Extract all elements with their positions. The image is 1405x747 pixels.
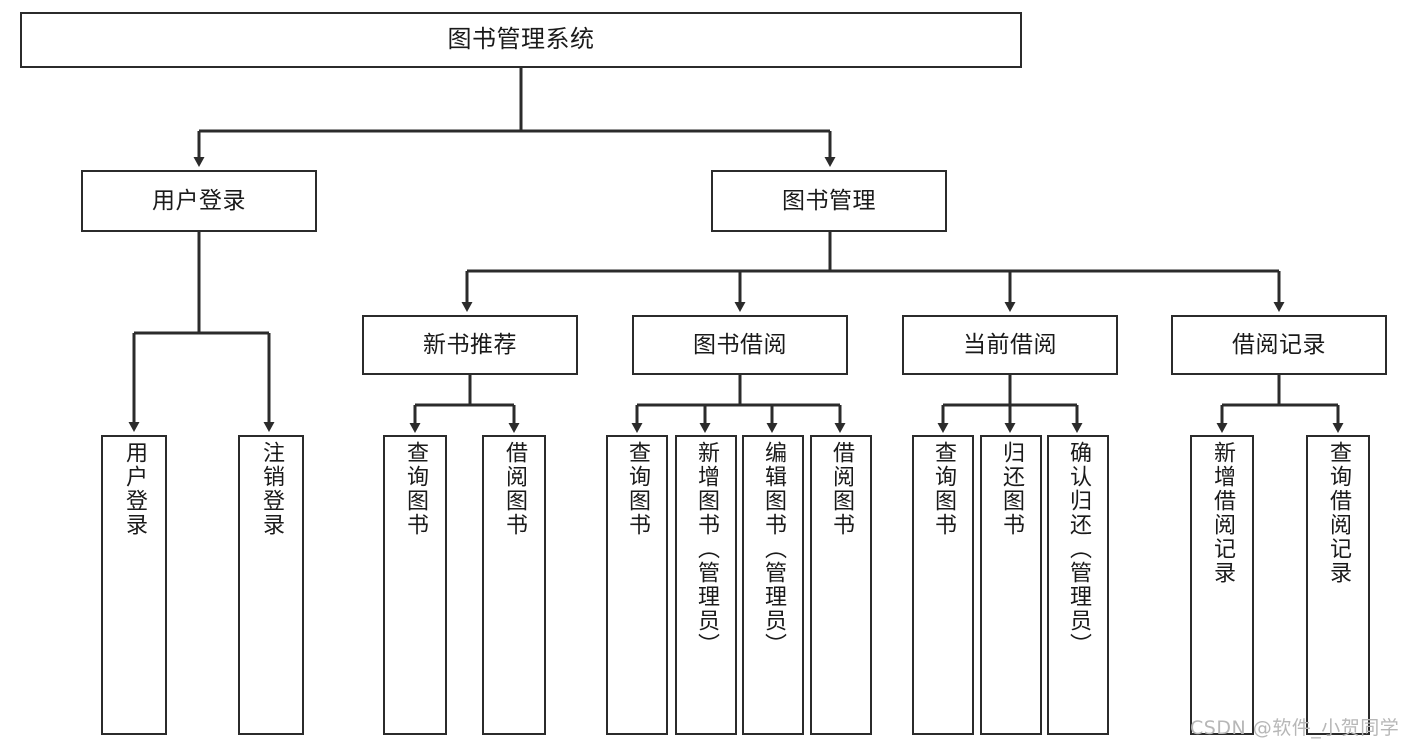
node-root-system[interactable]: 图书管理系统 xyxy=(20,12,1022,68)
node-label: 查询图书 xyxy=(403,441,428,537)
leaf-logout[interactable]: 注销登录 xyxy=(238,435,304,735)
node-label: 用户登录 xyxy=(152,187,246,214)
node-label: 查询借阅记录 xyxy=(1326,441,1351,585)
leaf-user-login[interactable]: 用户登录 xyxy=(101,435,167,735)
node-label: 借阅记录 xyxy=(1232,331,1326,358)
node-label: 图书管理系统 xyxy=(447,25,595,54)
node-user-login[interactable]: 用户登录 xyxy=(81,170,317,232)
node-label: 注销登录 xyxy=(259,441,284,537)
node-label: 确认归还（管理员） xyxy=(1066,441,1091,657)
node-label: 图书管理 xyxy=(782,187,876,214)
node-label: 借阅图书 xyxy=(502,441,527,537)
node-label: 归还图书 xyxy=(999,441,1024,537)
node-label: 新增借阅记录 xyxy=(1210,441,1235,585)
node-label: 当前借阅 xyxy=(963,331,1057,358)
csdn-watermark: CSDN @软件_小贺同学 xyxy=(1190,717,1400,739)
leaf-add-book-admin[interactable]: 新增图书（管理员） xyxy=(675,435,737,735)
node-label: 编辑图书（管理员） xyxy=(761,441,786,657)
node-label: 新书推荐 xyxy=(423,331,517,358)
node-label: 图书借阅 xyxy=(693,331,787,358)
node-label: 查询图书 xyxy=(625,441,650,537)
node-book-borrow[interactable]: 图书借阅 xyxy=(632,315,848,375)
node-current-borrow[interactable]: 当前借阅 xyxy=(902,315,1118,375)
node-book-management[interactable]: 图书管理 xyxy=(711,170,947,232)
node-label: 查询图书 xyxy=(931,441,956,537)
leaf-confirm-return-admin[interactable]: 确认归还（管理员） xyxy=(1047,435,1109,735)
leaf-edit-book-admin[interactable]: 编辑图书（管理员） xyxy=(742,435,804,735)
leaf-query-book-borrow[interactable]: 查询图书 xyxy=(606,435,668,735)
leaf-return-book[interactable]: 归还图书 xyxy=(980,435,1042,735)
node-borrow-records[interactable]: 借阅记录 xyxy=(1171,315,1387,375)
node-label: 新增图书（管理员） xyxy=(694,441,719,657)
leaf-borrow-book[interactable]: 借阅图书 xyxy=(810,435,872,735)
node-label: 借阅图书 xyxy=(829,441,854,537)
leaf-query-borrow-record[interactable]: 查询借阅记录 xyxy=(1306,435,1370,735)
node-new-book-recommend[interactable]: 新书推荐 xyxy=(362,315,578,375)
leaf-query-book-recommend[interactable]: 查询图书 xyxy=(383,435,447,735)
leaf-borrow-book-recommend[interactable]: 借阅图书 xyxy=(482,435,546,735)
leaf-add-borrow-record[interactable]: 新增借阅记录 xyxy=(1190,435,1254,735)
node-label: 用户登录 xyxy=(122,441,147,537)
leaf-query-book-current[interactable]: 查询图书 xyxy=(912,435,974,735)
